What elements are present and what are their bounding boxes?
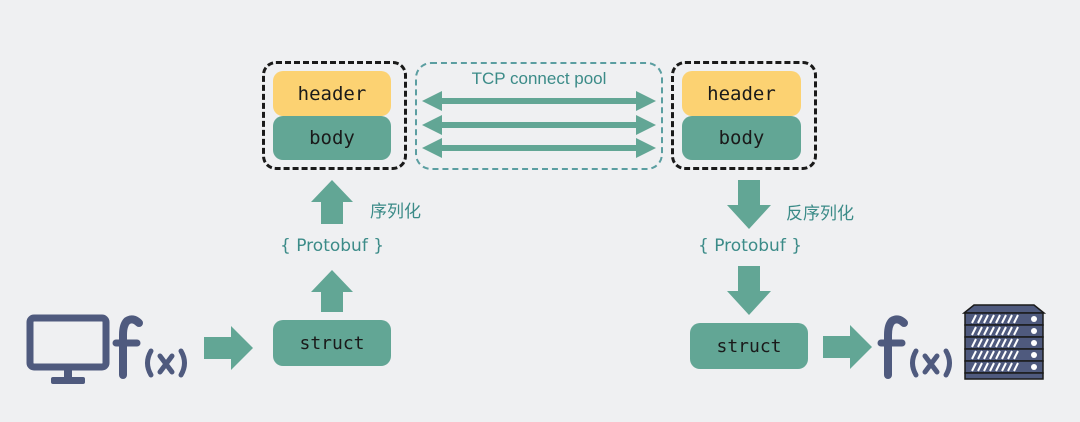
server-rack-icon <box>961 304 1047 380</box>
left-header-label: header <box>297 82 367 105</box>
left-struct-block: struct <box>273 320 391 366</box>
tcp-connect-pool-box <box>415 62 663 170</box>
server-unit <box>964 324 1044 338</box>
struct-to-protobuf-up-arrow <box>311 270 353 312</box>
left-struct-label: struct <box>299 332 365 354</box>
monitor-icon <box>26 314 110 384</box>
right-function-icon <box>877 315 952 379</box>
right-header-label: header <box>707 82 776 105</box>
left-body-label: body <box>309 127 355 149</box>
right-struct-block: struct <box>690 323 808 369</box>
server-unit <box>964 348 1044 362</box>
pool-arrow-2 <box>422 115 656 135</box>
right-body-block: body <box>682 116 801 160</box>
deserialize-label: 反序列化 <box>786 204 854 224</box>
client-to-struct-arrow <box>204 326 253 370</box>
right-protobuf-label: { Protobuf } <box>698 236 803 256</box>
server-unit <box>964 312 1044 326</box>
left-message-group <box>262 61 407 170</box>
left-function-icon <box>112 315 187 379</box>
tcp-pool-label: TCP connect pool <box>471 69 607 88</box>
right-struct-label: struct <box>716 335 782 357</box>
pool-arrow-1 <box>422 91 656 111</box>
left-header-block: header <box>273 71 391 116</box>
server-unit <box>964 336 1044 350</box>
server-unit <box>964 360 1044 374</box>
right-body-label: body <box>718 127 765 149</box>
struct-to-server-arrow <box>823 325 872 369</box>
pool-arrow-3 <box>422 138 656 158</box>
right-header-block: header <box>682 71 801 116</box>
serialize-up-arrow <box>311 180 353 224</box>
left-protobuf-label: { Protobuf } <box>280 236 385 256</box>
serialize-label: 序列化 <box>370 202 421 222</box>
left-body-block: body <box>273 116 391 160</box>
protobuf-to-struct-down-arrow <box>727 266 771 315</box>
deserialize-down-arrow <box>727 180 771 229</box>
right-message-group <box>671 61 817 170</box>
